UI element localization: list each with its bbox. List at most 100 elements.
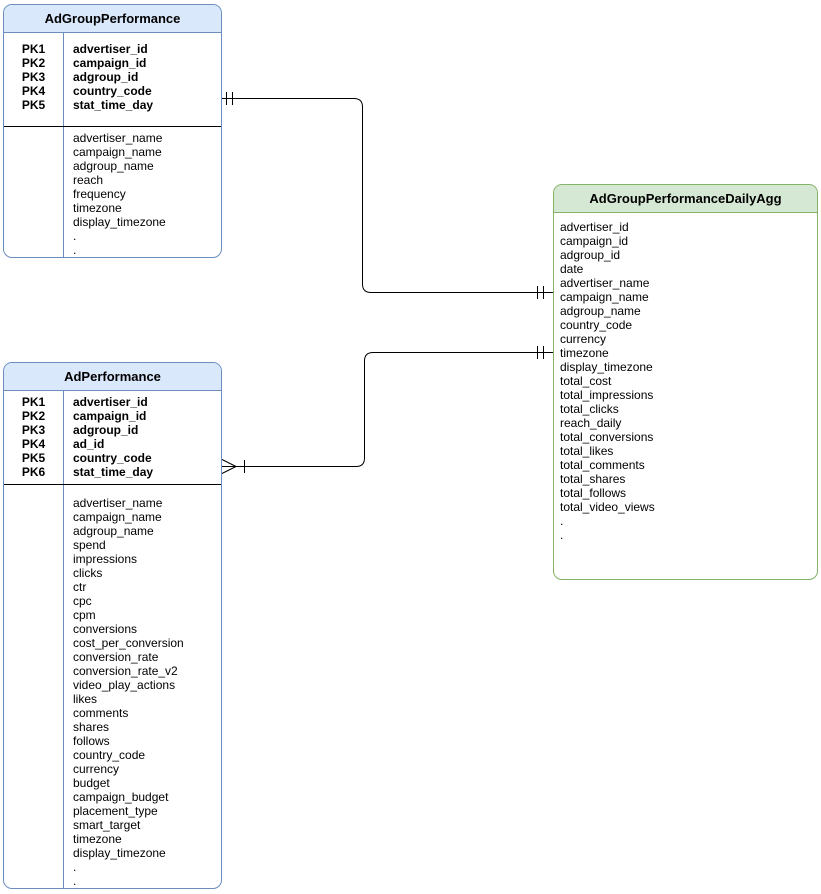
pk-field-name: campaign_id	[73, 56, 147, 70]
attribute-name: .	[73, 229, 77, 243]
pk-label: PK4	[21, 84, 46, 98]
attribute-name: reach	[73, 173, 104, 187]
pk-label-empty	[4, 678, 63, 692]
pk-field-name: advertiser_id	[73, 395, 148, 409]
attribute-row: cpm	[4, 608, 221, 622]
pk-label-empty	[4, 159, 63, 173]
attribute-row: .	[554, 514, 817, 528]
attribute-name: cpc	[73, 594, 92, 608]
pk-field-name: adgroup_id	[73, 70, 139, 84]
attribute-name: likes	[73, 692, 98, 706]
attribute-name: smart_target	[73, 818, 141, 832]
attribute-name: adgroup_name	[73, 159, 154, 173]
pk-label-empty	[4, 580, 63, 594]
attribute-row: adgroup_id	[554, 248, 817, 262]
pk-label-empty	[4, 706, 63, 720]
attribute-row: country_code	[554, 318, 817, 332]
attribute-row: video_play_actions	[4, 678, 221, 692]
entity-adperformance[interactable]: AdPerformance PK1 advertiser_id PK2 camp…	[3, 362, 222, 889]
attribute-row: country_code	[4, 748, 221, 762]
relationship-adgroupperformance-dailyagg[interactable]	[222, 92, 553, 299]
attribute-row: reach	[4, 173, 221, 187]
pk-label: PK1	[21, 42, 46, 56]
attribute-row: date	[554, 262, 817, 276]
attributes-section: advertiser_name campaign_name adgroup_na…	[4, 126, 221, 257]
relationship-adperformance-dailyagg[interactable]	[221, 346, 553, 474]
attribute-row: conversions	[4, 622, 221, 636]
pk-label: PK5	[21, 98, 46, 112]
pk-field-name: stat_time_day	[73, 465, 154, 479]
entity-body: PK1 advertiser_id PK2 campaign_id PK3 ad…	[4, 33, 221, 257]
attribute-row: campaign_name	[554, 290, 817, 304]
primary-key-section: PK1 advertiser_id PK2 campaign_id PK3 ad…	[4, 391, 221, 484]
pk-label: PK6	[21, 465, 46, 479]
attribute-name: campaign_id	[560, 234, 629, 248]
attribute-row: cpc	[4, 594, 221, 608]
attribute-name: timezone	[73, 832, 122, 846]
attribute-name: budget	[73, 776, 110, 790]
pk-label: PK3	[21, 70, 46, 84]
pk-field-name: country_code	[73, 451, 152, 465]
attribute-name: currency	[560, 332, 607, 346]
attribute-name: ctr	[73, 580, 87, 594]
attribute-row: follows	[4, 734, 221, 748]
entity-adgroupperformancedailyagg[interactable]: AdGroupPerformanceDailyAgg advertiser_id…	[553, 184, 818, 580]
attribute-row: .	[4, 860, 221, 874]
attribute-row: total_video_views	[554, 500, 817, 514]
primary-key-row: PK6 stat_time_day	[4, 465, 221, 479]
attribute-name: impressions	[73, 552, 138, 566]
pk-label-empty	[4, 145, 63, 159]
attribute-name: total_likes	[560, 444, 614, 458]
entity-adgroupperformance[interactable]: AdGroupPerformance PK1 advertiser_id PK2…	[3, 4, 222, 258]
pk-label: PK2	[21, 409, 46, 423]
pk-label-empty	[4, 524, 63, 538]
attribute-name: country_code	[560, 318, 633, 332]
attribute-row: impressions	[4, 552, 221, 566]
pk-label-empty	[4, 748, 63, 762]
pk-field-name: campaign_id	[73, 409, 147, 423]
attribute-name: display_timezone	[73, 846, 166, 860]
attribute-name: video_play_actions	[73, 678, 176, 692]
attribute-row: advertiser_id	[554, 220, 817, 234]
pk-label-empty	[4, 720, 63, 734]
attribute-name: campaign_name	[73, 510, 162, 524]
pk-label-empty	[4, 832, 63, 846]
attribute-row: display_timezone	[554, 360, 817, 374]
pk-label-empty	[4, 636, 63, 650]
attribute-name: adgroup_name	[73, 524, 154, 538]
attribute-row: total_likes	[554, 444, 817, 458]
attribute-name: country_code	[73, 748, 146, 762]
attribute-name: cpm	[73, 608, 96, 622]
pk-label-empty	[4, 510, 63, 524]
pk-label-empty	[4, 860, 63, 874]
attribute-name: total_conversions	[560, 430, 654, 444]
attribute-row: total_conversions	[554, 430, 817, 444]
attribute-row: timezone	[4, 201, 221, 215]
attribute-name: comments	[73, 706, 129, 720]
attribute-name: display_timezone	[560, 360, 653, 374]
primary-key-row: PK2 campaign_id	[4, 56, 221, 70]
attribute-row: .	[4, 229, 221, 243]
pk-label-empty	[4, 187, 63, 201]
attribute-name: advertiser_name	[73, 131, 163, 145]
attribute-name: total_clicks	[560, 402, 619, 416]
attribute-row: adgroup_name	[554, 304, 817, 318]
attribute-row: currency	[4, 762, 221, 776]
attribute-name: placement_type	[73, 804, 158, 818]
attribute-name: adgroup_name	[560, 304, 641, 318]
attribute-row: campaign_budget	[4, 790, 221, 804]
pk-label-empty	[4, 566, 63, 580]
pk-field-name: ad_id	[73, 437, 105, 451]
attribute-row: budget	[4, 776, 221, 790]
attribute-name: display_timezone	[73, 215, 166, 229]
attribute-row: display_timezone	[4, 215, 221, 229]
pk-label-empty	[4, 608, 63, 622]
entity-title: AdPerformance	[4, 363, 221, 391]
attribute-name: shares	[73, 720, 110, 734]
attribute-row: shares	[4, 720, 221, 734]
entity-title: AdGroupPerformanceDailyAgg	[554, 185, 817, 213]
cardinality-crow-foot	[221, 459, 237, 474]
attributes-section: advertiser_name campaign_name adgroup_na…	[4, 484, 221, 888]
attribute-row: adgroup_name	[4, 524, 221, 538]
